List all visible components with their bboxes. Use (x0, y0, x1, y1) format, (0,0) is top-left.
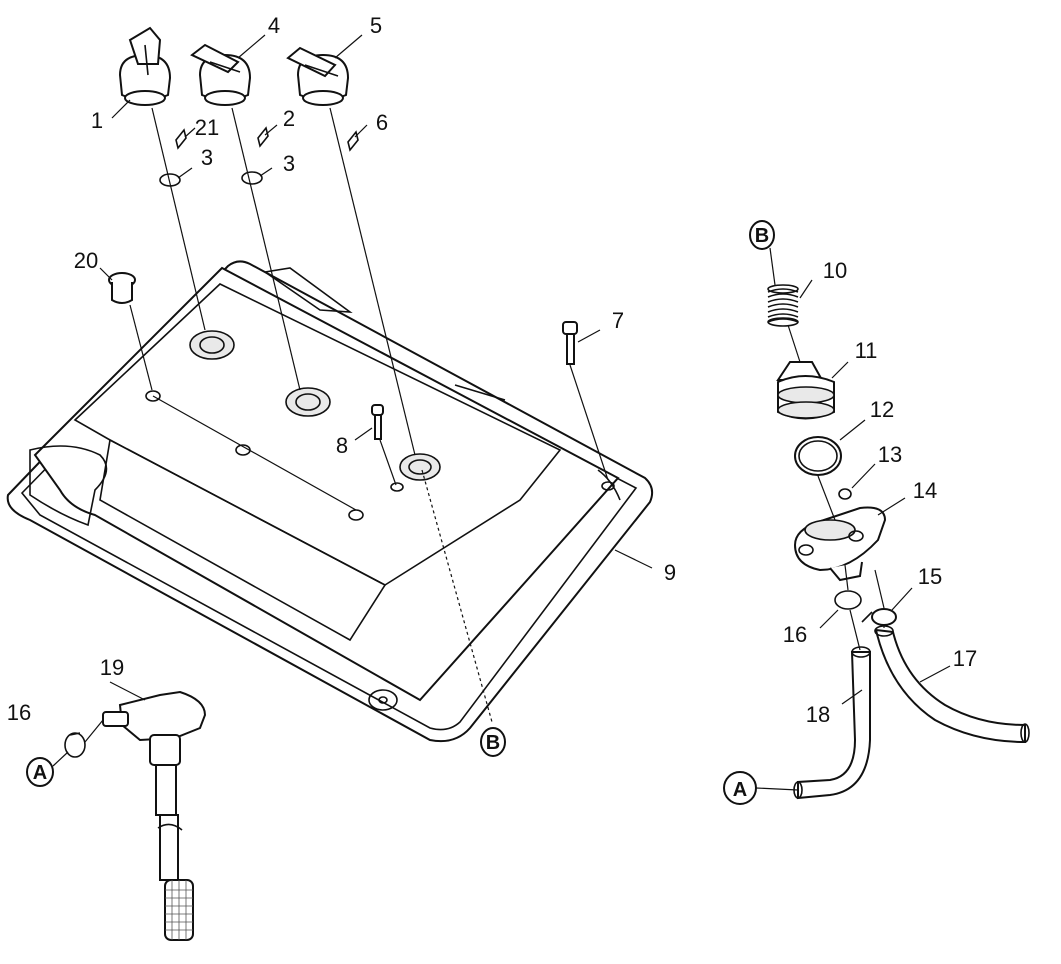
o-ring-12 (794, 436, 842, 476)
cap-5 (286, 46, 350, 106)
hose-18 (797, 651, 872, 800)
callout-8: 8 (336, 433, 348, 458)
callout-9: 9 (664, 560, 676, 585)
ref-a-right: A (723, 771, 757, 805)
callout-4: 4 (268, 13, 280, 38)
callout-16-left: 16 (7, 700, 31, 725)
svg-text:B: B (755, 225, 769, 247)
svg-text:B: B (486, 732, 500, 754)
o-ring-3-right (241, 171, 263, 185)
callout-1: 1 (91, 108, 103, 133)
plug-20 (108, 272, 136, 304)
valve-11 (776, 361, 835, 420)
callout-3-left: 3 (201, 145, 213, 170)
svg-text:A: A (33, 762, 47, 784)
cap-1 (118, 26, 172, 106)
callout-18: 18 (806, 702, 830, 727)
callout-17: 17 (953, 646, 977, 671)
callout-11: 11 (855, 338, 878, 363)
callout-6: 6 (376, 110, 388, 135)
callout-19: 19 (100, 655, 124, 680)
callout-leaders (99, 34, 951, 705)
callout-12: 12 (870, 397, 894, 422)
callout-16-right: 16 (783, 622, 807, 647)
washer-13 (838, 488, 852, 500)
ref-b-top: B (749, 220, 775, 250)
fitting-19-assembly (102, 690, 207, 941)
callout-21: 21 (195, 115, 219, 140)
callout-5: 5 (370, 13, 382, 38)
o-ring-3-left (159, 173, 181, 187)
callout-3-right: 3 (283, 151, 295, 176)
tank-lid (6, 260, 654, 743)
spring-10 (767, 284, 799, 327)
callout-14: 14 (913, 478, 937, 503)
housing-14 (793, 506, 887, 582)
clamp-16-right (834, 590, 862, 610)
ref-a-left: A (26, 757, 54, 787)
callout-7: 7 (612, 308, 624, 333)
cap-4 (190, 43, 252, 106)
bolt-7 (562, 321, 578, 365)
callout-2: 2 (283, 106, 295, 131)
callout-13: 13 (878, 442, 902, 467)
callout-labels: 1 21 3 4 2 3 5 6 20 7 8 9 10 11 12 13 14… (7, 13, 977, 727)
callout-20: 20 (74, 248, 98, 273)
clamp-16-left (64, 732, 86, 758)
callout-10: 10 (823, 258, 847, 283)
decal-6 (347, 130, 359, 152)
clamp-15 (861, 608, 897, 626)
ref-b-bottom: B (480, 727, 506, 757)
hose-17 (874, 628, 1026, 744)
bolt-8 (371, 404, 384, 440)
decal-2 (257, 126, 269, 148)
callout-15: 15 (918, 564, 942, 589)
decal-21 (175, 128, 187, 150)
svg-text:A: A (733, 779, 747, 801)
